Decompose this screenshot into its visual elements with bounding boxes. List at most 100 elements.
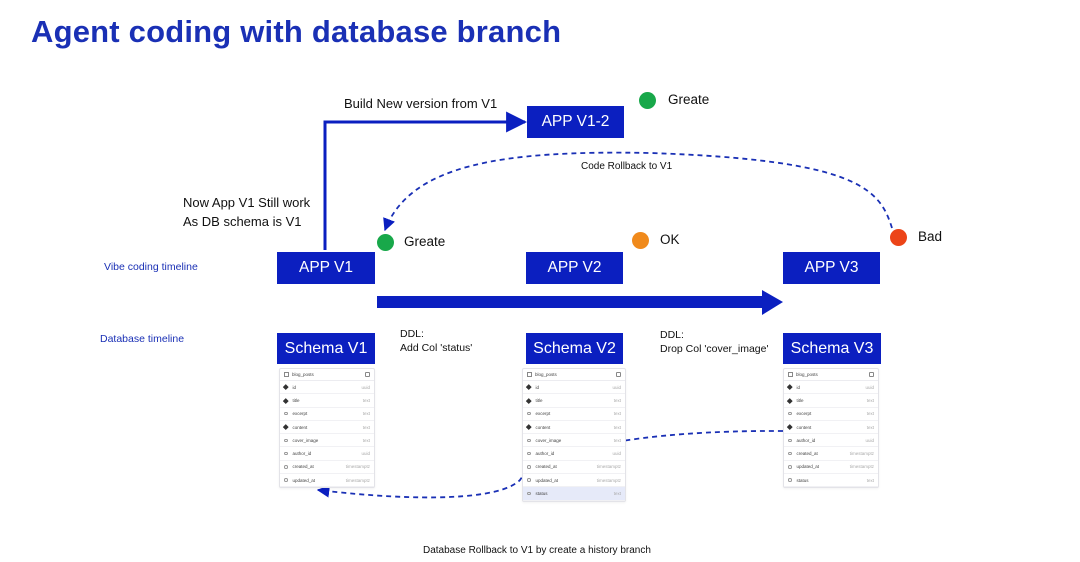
lane-label-db: Database timeline [100,333,185,345]
external-link-icon[interactable] [616,372,621,377]
column-type: text [866,397,874,403]
column-row: updated_at timestamptz [523,474,625,488]
schema-v1-node[interactable]: Schema V1 [277,333,375,364]
column-type: uuid [865,384,874,390]
column-type: uuid [612,451,621,457]
column-type: text [866,411,874,417]
column-name: excerpt [535,411,551,417]
column-type: timestamptz [596,477,621,483]
note-ddl2-body: Drop Col 'cover_image' [660,343,769,355]
column-type: timestamptz [345,477,370,483]
column-marker-icon [788,451,792,456]
column-name: id [796,384,801,390]
column-type: text [866,424,874,430]
column-marker-icon [284,451,288,456]
column-row: title text [784,394,878,408]
app-v1-node[interactable]: APP V1 [277,252,375,284]
column-name: id [535,384,540,390]
app-v2-node[interactable]: APP V2 [526,252,623,284]
column-marker-icon [527,478,531,482]
column-name: excerpt [796,411,812,417]
external-link-icon[interactable] [869,372,874,377]
column-name: title [292,397,300,403]
column-row: title text [280,394,374,408]
column-marker-icon [788,438,792,443]
column-row: author_id uuid [784,434,878,448]
note-ddl1-body: Add Col 'status' [400,342,473,354]
column-type: uuid [865,437,874,443]
column-row: id uuid [784,381,878,395]
column-name: title [796,397,804,403]
column-marker-icon [787,384,793,390]
column-marker-icon [526,424,532,430]
column-type: timestamptz [345,464,370,470]
note-ddl1-title: DDL: [400,328,424,340]
column-marker-icon [284,411,288,416]
app-v3-node[interactable]: APP V3 [783,252,880,284]
schema-v2-node[interactable]: Schema V2 [526,333,623,364]
column-name: author_id [292,451,312,457]
column-type: text [613,437,621,443]
column-name: content [292,424,308,430]
status-dot-v2 [632,232,649,249]
status-dot-v1-2 [639,92,656,109]
column-type: uuid [361,384,370,390]
column-marker-icon [787,424,793,430]
column-type: timestamptz [849,451,874,457]
column-name: excerpt [292,411,308,417]
column-type: text [362,397,370,403]
table-icon [284,372,289,377]
column-row: created_at timestamptz [280,461,374,475]
column-row: excerpt text [523,408,625,421]
status-dot-v3 [890,229,907,246]
column-type: text [362,437,370,443]
note-build-new-version: Build New version from V1 [344,96,498,111]
column-name: status [796,477,809,483]
column-name: author_id [796,437,816,443]
column-marker-icon [283,397,289,403]
table-header: blog_posts [280,369,374,381]
column-name: created_at [535,464,557,470]
column-marker-icon [284,438,288,443]
column-marker-icon [527,451,531,456]
table-icon [788,372,793,377]
note-still-work-2: As DB schema is V1 [183,214,302,229]
column-name: updated_at [535,477,559,483]
note-db-rollback: Database Rollback to V1 by create a hist… [423,545,651,556]
column-marker-icon [283,424,289,430]
column-marker-icon [788,465,792,469]
column-marker-icon [527,465,531,469]
app-v1-2-node[interactable]: APP V1-2 [527,106,624,138]
external-link-icon[interactable] [365,372,370,377]
schema-v3-node[interactable]: Schema V3 [783,333,881,364]
column-marker-icon [526,397,532,403]
table-name: blog_posts [796,372,818,377]
column-type: text [613,411,621,417]
page-title: Agent coding with database branch [31,14,562,49]
status-label-v2: OK [660,232,680,247]
column-type: text [613,491,621,497]
timeline-arrowhead [762,290,783,315]
column-name: content [535,424,551,430]
column-name: created_at [292,464,314,470]
column-marker-icon [284,478,288,482]
column-marker-icon [284,465,288,469]
column-marker-icon [527,491,531,496]
column-marker-icon [787,397,793,403]
note-still-work-1: Now App V1 Still work [183,195,311,210]
